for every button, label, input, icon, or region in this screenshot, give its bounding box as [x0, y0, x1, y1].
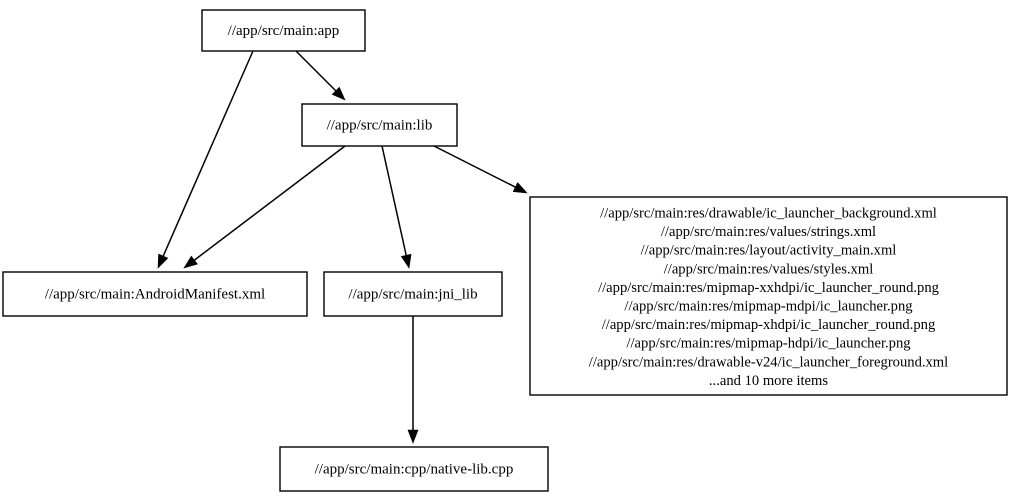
node-resources-group-line: //app/src/main:res/values/strings.xml	[661, 224, 876, 240]
node-native-lib-cpp-box[interactable]	[279, 446, 549, 492]
edge-lib-to-resources-group-line	[433, 145, 518, 189]
node-jni-lib-label: //app/src/main:jni_lib	[348, 286, 477, 302]
edge-lib-to-resources-group	[433, 145, 528, 194]
node-jni-lib-box[interactable]	[323, 271, 503, 317]
node-resources-group-line: ...and 10 more items	[709, 373, 828, 389]
edge-lib-to-jni-lib-arrowhead-icon	[400, 253, 412, 269]
node-resources-group-line: //app/src/main:res/mipmap-mdpi/ic_launch…	[624, 299, 913, 315]
edge-lib-to-android-manifest-arrowhead-icon	[183, 255, 198, 269]
node-resources-group[interactable]: //app/src/main:res/drawable/ic_launcher_…	[529, 196, 1008, 396]
node-app[interactable]: //app/src/main:app	[201, 9, 366, 52]
node-resources-group-line: //app/src/main:res/drawable-v24/ic_launc…	[589, 354, 948, 370]
edge-lib-to-android-manifest-line	[192, 145, 346, 262]
node-resources-group-line: //app/src/main:res/drawable/ic_launcher_…	[600, 206, 937, 222]
node-android-manifest[interactable]: //app/src/main:AndroidManifest.xml	[2, 271, 308, 317]
graph-nodes-layer: //app/src/main:app //app/src/main:lib //ap…	[2, 9, 1008, 492]
node-resources-group-line: //app/src/main:res/mipmap-hdpi/ic_launch…	[626, 336, 911, 352]
node-resources-group-line: //app/src/main:res/mipmap-xxhdpi/ic_laun…	[598, 280, 940, 296]
edge-app-to-lib-arrowhead-icon	[331, 86, 346, 101]
node-app-box[interactable]	[201, 9, 366, 52]
node-app-label: //app/src/main:app	[228, 23, 340, 39]
node-android-manifest-box[interactable]	[2, 271, 308, 317]
node-resources-group-box[interactable]	[529, 196, 1008, 396]
edge-app-to-lib-line	[295, 50, 338, 93]
node-resources-group-line: //app/src/main:res/mipmap-xhdpi/ic_launc…	[602, 317, 936, 333]
node-lib[interactable]: //app/src/main:lib	[301, 103, 458, 147]
node-resources-group-label: //app/src/main:res/drawable/ic_launcher_…	[589, 206, 948, 389]
node-resources-group-line: //app/src/main:res/layout/activity_main.…	[641, 243, 897, 259]
node-resources-group-line: //app/src/main:res/values/styles.xml	[664, 261, 874, 277]
edge-jni-lib-to-native-lib	[407, 316, 419, 444]
node-native-lib-cpp[interactable]: //app/src/main:cpp/native-lib.cpp	[279, 446, 549, 492]
edge-lib-to-android-manifest	[183, 145, 346, 269]
node-android-manifest-label: //app/src/main:AndroidManifest.xml	[45, 286, 265, 302]
edge-app-to-android-manifest-arrowhead-icon	[157, 253, 169, 269]
edge-app-to-android-manifest-line	[161, 50, 254, 259]
edge-lib-to-jni-lib-line	[381, 145, 408, 258]
edge-lib-to-jni-lib	[381, 145, 412, 269]
node-jni-lib[interactable]: //app/src/main:jni_lib	[323, 271, 503, 317]
edge-lib-to-resources-group-arrowhead-icon	[512, 182, 528, 194]
edge-app-to-lib	[295, 50, 346, 101]
node-native-lib-cpp-label: //app/src/main:cpp/native-lib.cpp	[315, 461, 514, 477]
node-lib-label: //app/src/main:lib	[327, 117, 433, 133]
edge-app-to-android-manifest	[157, 50, 254, 269]
edge-jni-lib-to-native-lib-arrowhead-icon	[407, 429, 419, 444]
graph-edges-layer	[157, 50, 528, 444]
node-lib-box[interactable]	[301, 103, 458, 147]
